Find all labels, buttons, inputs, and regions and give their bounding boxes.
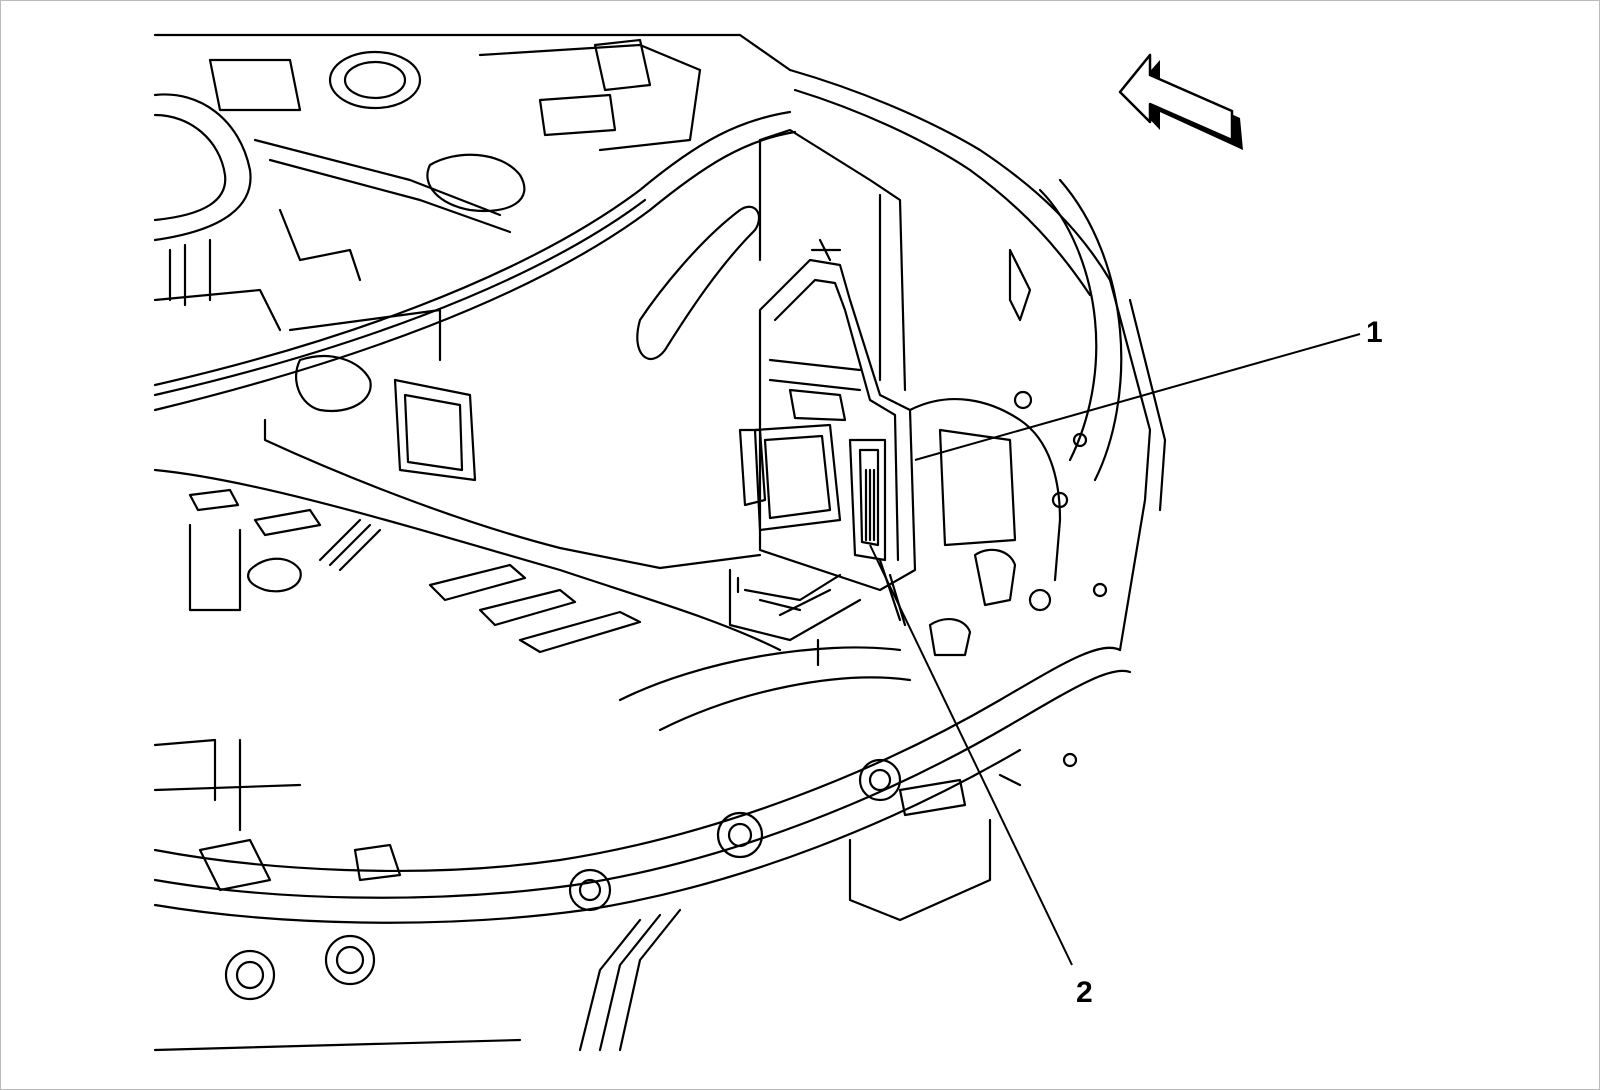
callout-2-leader (869, 544, 1073, 966)
upper-left-structure (153, 38, 702, 362)
direction-arrow-icon (1118, 53, 1243, 150)
electronic-module-assembly (728, 238, 917, 667)
lower-rear-panel (153, 646, 1132, 1052)
upper-cross-member (153, 33, 1112, 412)
trunk-floor (153, 468, 912, 732)
right-quarter-panel (908, 178, 1167, 657)
callout-2-label: 2 (1076, 976, 1093, 1009)
callout-1-leader (914, 333, 1361, 461)
callout-1-label: 1 (1366, 316, 1383, 349)
trunk-inner-wall (263, 128, 907, 570)
